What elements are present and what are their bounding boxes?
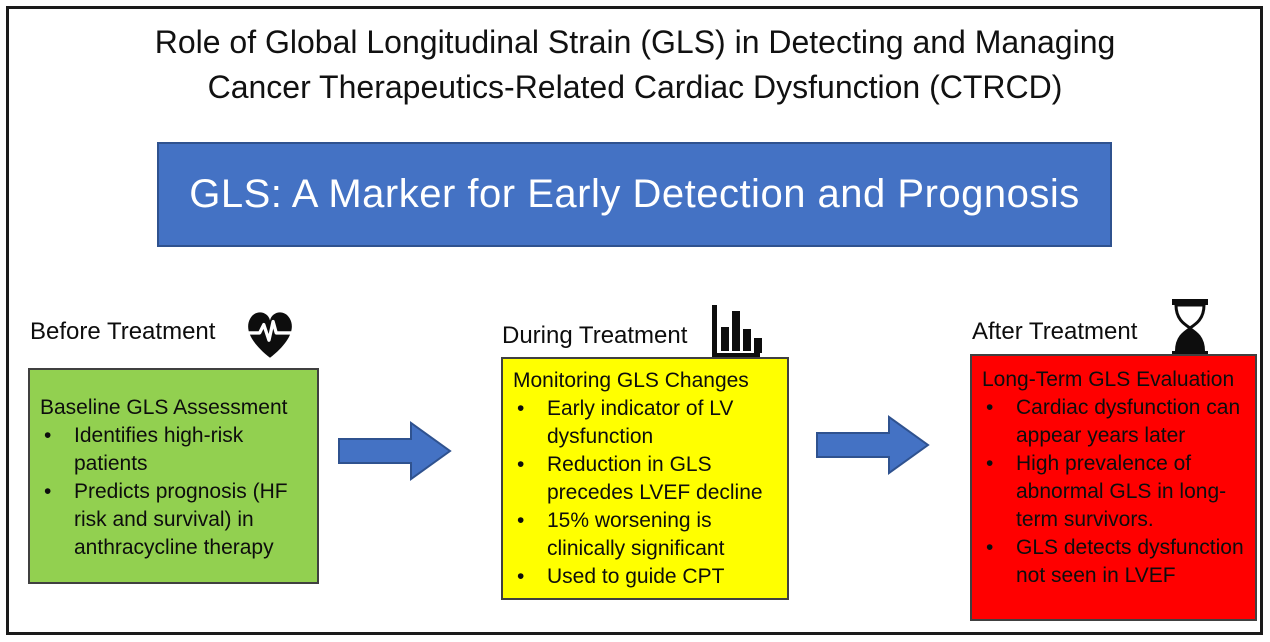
bullet-item: Identifies high-risk patients [40, 422, 309, 478]
box-heading-monitoring-gls: Monitoring GLS Changes [513, 369, 749, 392]
arrow-during-to-after-icon [816, 414, 930, 481]
bullet-list-during: Early indicator of LV dysfunctionReducti… [513, 395, 779, 591]
stage-label-after-treatment: After Treatment [972, 318, 1138, 345]
bullet-item: High prevalence of abnormal GLS in long-… [982, 450, 1247, 534]
box-heading-long-term-gls: Long-Term GLS Evaluation [982, 368, 1235, 391]
bullet-item: 15% worsening is clinically significant [513, 507, 779, 563]
banner-gls-marker: GLS: A Marker for Early Detection and Pr… [157, 142, 1112, 247]
bullet-item: Used to guide CPT [513, 563, 779, 591]
stage-label-during-treatment: During Treatment [502, 322, 688, 349]
banner-text: GLS: A Marker for Early Detection and Pr… [189, 172, 1080, 216]
outer-border [6, 6, 1263, 635]
bullet-item: Reduction in GLS precedes LVEF decline [513, 451, 779, 507]
bar-chart-icon [708, 303, 764, 366]
box-heading-baseline-gls: Baseline GLS Assessment [40, 396, 288, 419]
heart-ecg-icon [243, 306, 297, 369]
bullet-list-after: Cardiac dysfunction can appear years lat… [982, 394, 1247, 590]
page-title-line1: Role of Global Longitudinal Strain (GLS)… [154, 24, 1116, 60]
bullet-list-before: Identifies high-risk patientsPredicts pr… [40, 422, 309, 562]
page-title-line2: Cancer Therapeutics-Related Cardiac Dysf… [207, 69, 1063, 105]
bullet-item: Predicts prognosis (HF risk and survival… [40, 478, 309, 562]
stage-label-before-treatment: Before Treatment [30, 318, 216, 345]
stage-box-during-treatment: Monitoring GLS Changes Early indicator o… [501, 357, 789, 600]
stage-box-before-treatment: Baseline GLS Assessment Identifies high-… [28, 368, 319, 584]
bullet-item: Cardiac dysfunction can appear years lat… [982, 394, 1247, 450]
arrow-before-to-during-icon [338, 420, 452, 487]
bullet-item: GLS detects dysfunction not seen in LVEF [982, 534, 1247, 590]
stage-box-after-treatment: Long-Term GLS Evaluation Cardiac dysfunc… [970, 354, 1257, 621]
page-title: Role of Global Longitudinal Strain (GLS)… [0, 20, 1270, 110]
bullet-item: Early indicator of LV dysfunction [513, 395, 779, 451]
